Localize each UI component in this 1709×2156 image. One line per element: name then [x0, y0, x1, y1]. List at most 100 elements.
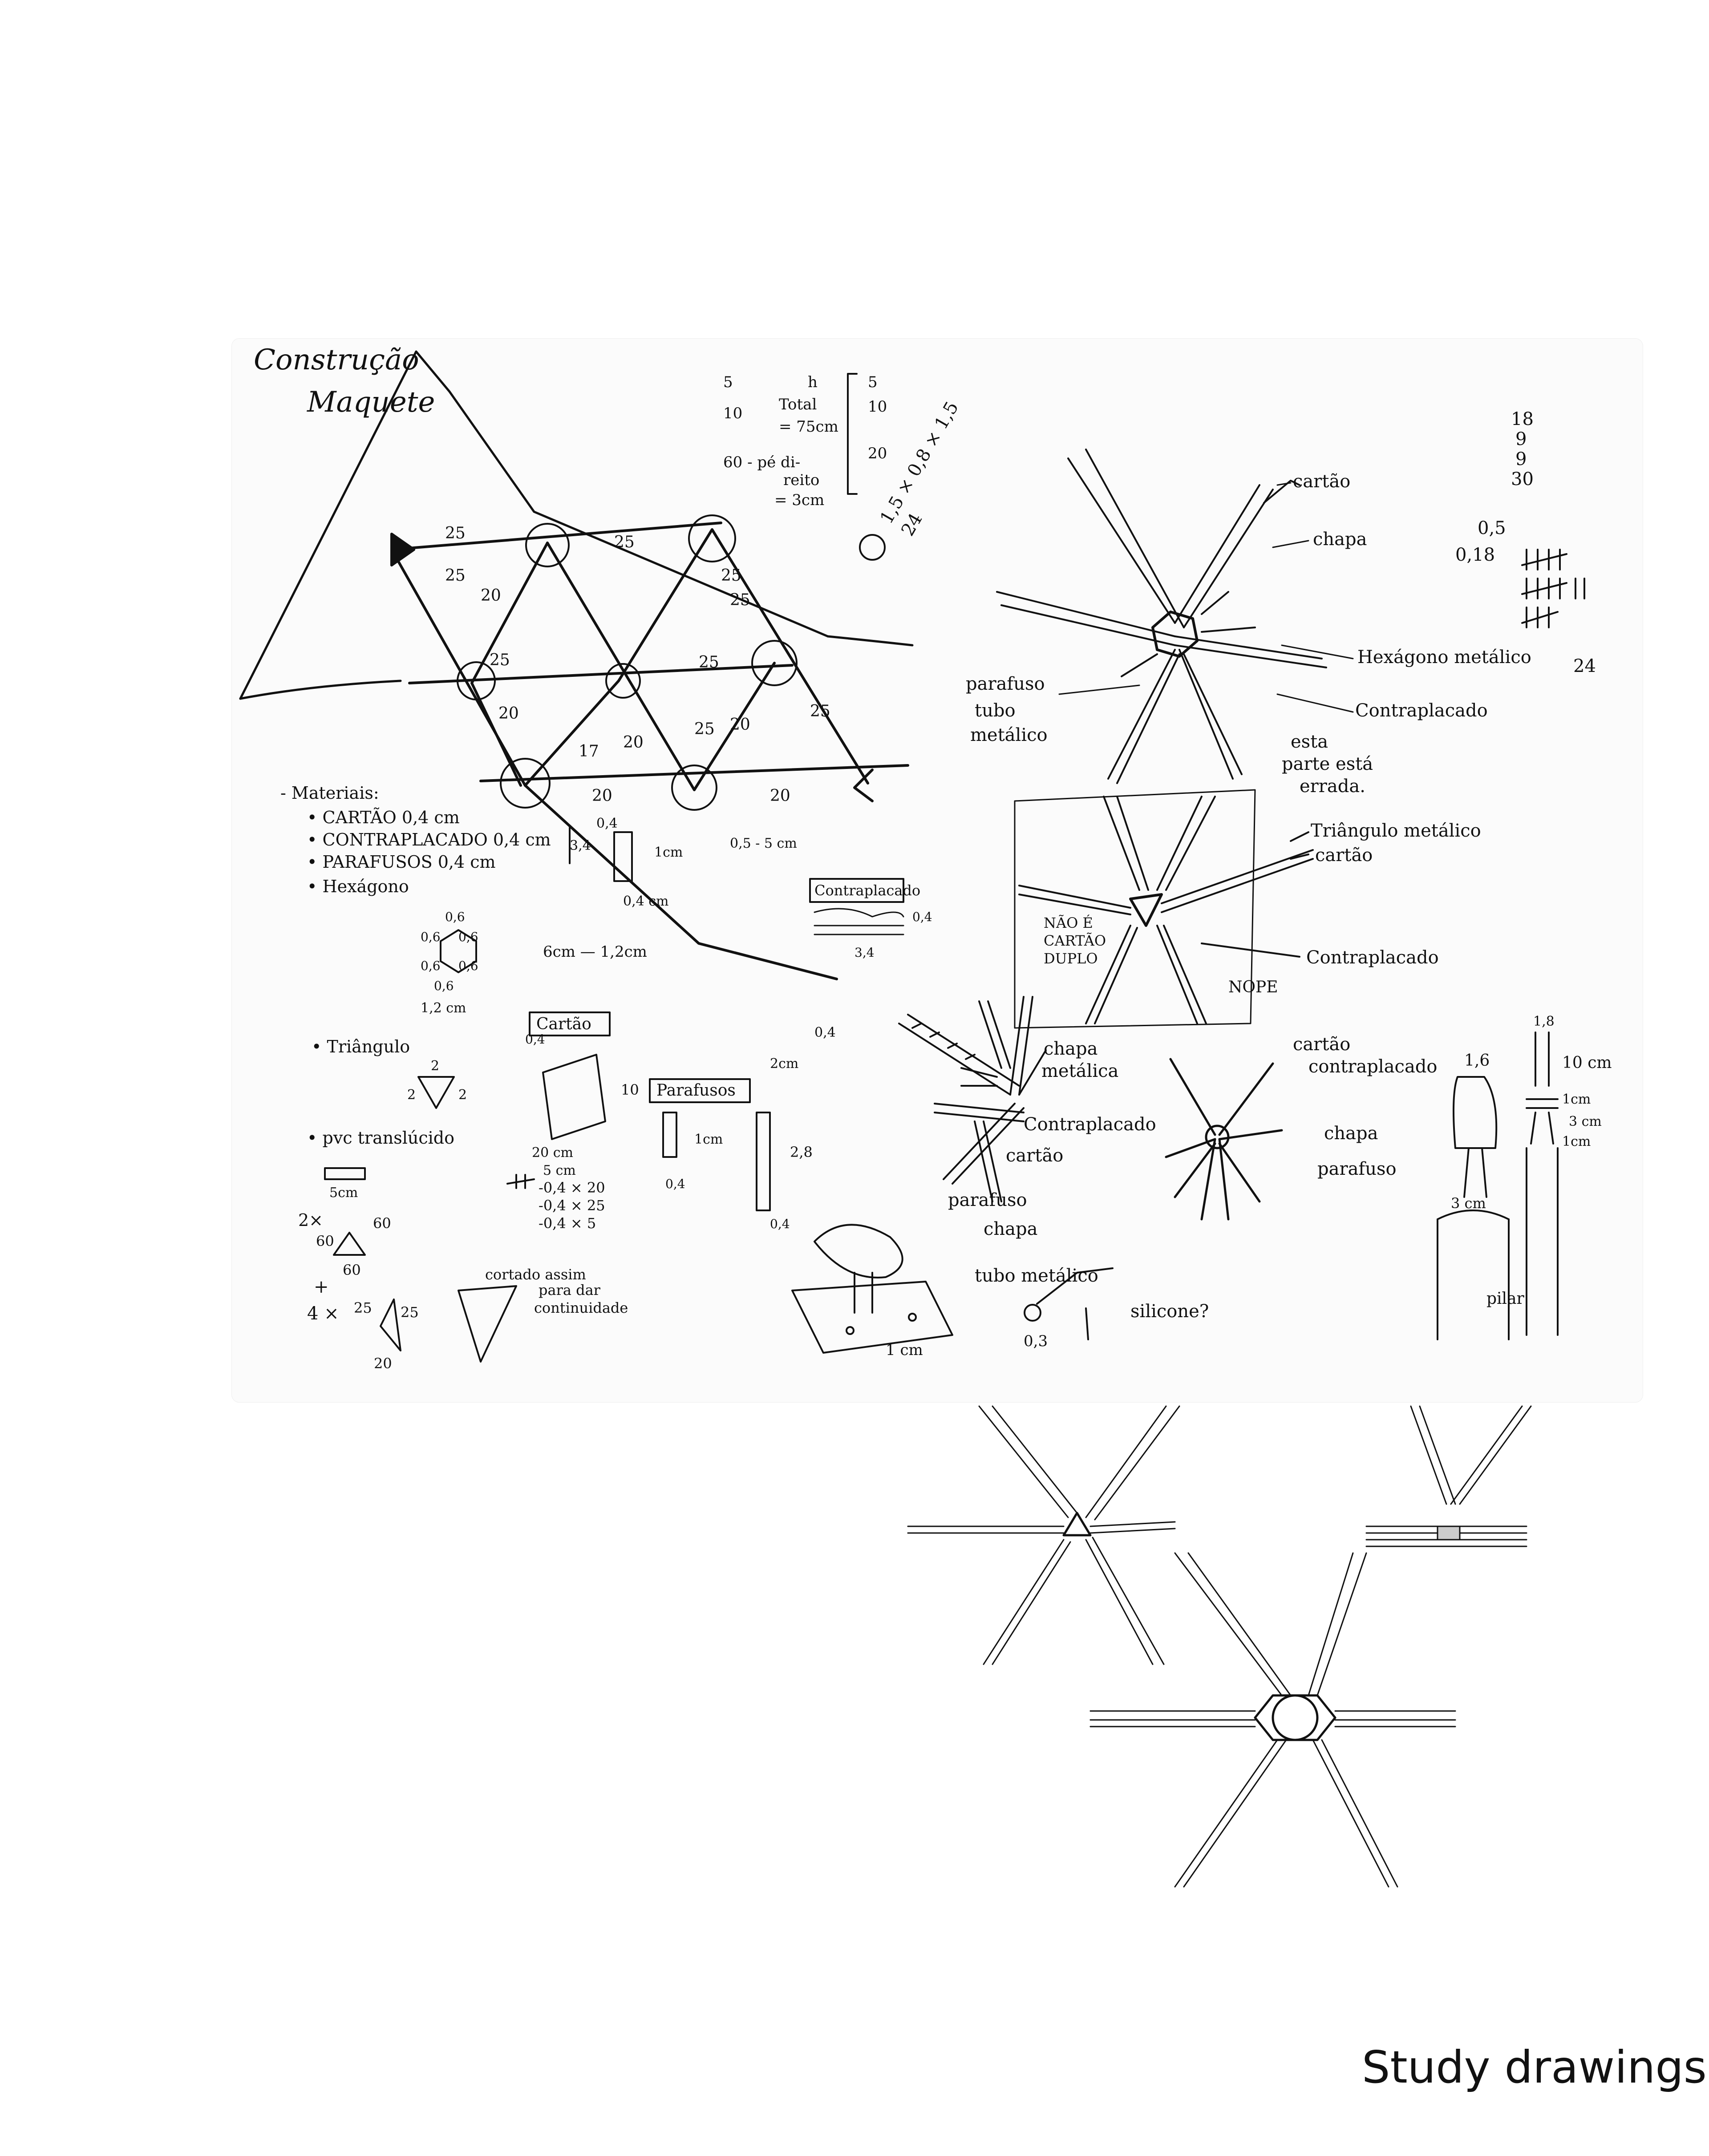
dimension: 1,6 — [1464, 1052, 1490, 1070]
label-chapa: chapa — [1044, 1039, 1097, 1059]
edge-label: 20 — [481, 587, 501, 605]
sketch-sheet — [231, 338, 1643, 1403]
base-plate-sketch — [791, 1224, 1114, 1354]
dimension: 0,4 — [665, 1177, 685, 1191]
count-shapes — [333, 1174, 535, 1363]
dimension: 0,3 — [1024, 1332, 1048, 1350]
edge-label: 25 — [445, 566, 466, 585]
note: 5 — [868, 373, 878, 391]
pillar-labels: 1,6 1,8 10 cm 1cm 3 cm 1cm 3 cm pilar — [1451, 1014, 1612, 1308]
material-item: • CARTÃO 0,4 cm — [307, 808, 460, 827]
triangle-node-sketch — [1014, 789, 1314, 1029]
note: 1,5 × 0,8 × 1,5 — [876, 398, 963, 527]
label-chapa: chapa — [984, 1219, 1037, 1239]
note: cortado assim — [485, 1266, 586, 1283]
dimension: 1,8 — [1533, 1014, 1555, 1029]
note: para dar — [539, 1282, 601, 1298]
dimension: 2 — [431, 1058, 439, 1074]
label-contraplacado: contraplacado — [1308, 1056, 1437, 1077]
label-note: DUPLO — [1044, 950, 1098, 967]
note: -0,4 × 5 — [539, 1215, 596, 1232]
base-plate-labels: chapa tubo metálico silicone? 0,3 1 cm 2… — [770, 1025, 1209, 1359]
height-brackets — [847, 373, 886, 561]
label-cartao: cartão — [1006, 1145, 1063, 1166]
dimension: 1cm — [1562, 1092, 1591, 1107]
cad-side-node — [1365, 1405, 1532, 1547]
dimension: 0,4 — [814, 1025, 836, 1040]
note: 60 - pé di- — [723, 453, 800, 471]
hexagon-node-leaders — [1058, 482, 1354, 713]
cad-triangle-node — [907, 1405, 1180, 1665]
materials-heading: - Materiais: — [280, 783, 379, 803]
label-note: parte está — [1282, 754, 1373, 774]
label-cartao: cartão — [1293, 1034, 1350, 1055]
label-contraplacado: Contraplacado — [1355, 700, 1488, 721]
dimension: 3,4 — [854, 945, 875, 960]
label-hexagono: Hexágono metálico — [1357, 647, 1531, 667]
sheet-title: Construção Maquete — [254, 344, 435, 419]
dimension: 0,4 — [770, 1217, 790, 1231]
label-note: CARTÃO — [1044, 932, 1106, 949]
edge-label: 20 — [770, 787, 790, 805]
note: 18 — [1511, 409, 1534, 429]
label-note: NÃO É — [1044, 914, 1093, 931]
dimension: 0,6 — [421, 959, 441, 973]
note: 0,18 — [1455, 545, 1495, 565]
dimension: 3 cm — [1451, 1195, 1486, 1212]
component-boxes: Cartão Contraplacado Parafusos 0,4 10 20… — [525, 878, 932, 1231]
label-pilar: pilar — [1486, 1290, 1525, 1308]
note: Total — [779, 396, 817, 413]
dimension: 2,8 — [790, 1144, 813, 1161]
edge-label: 25 — [810, 702, 830, 720]
edge-label: 20 — [730, 716, 750, 734]
note: 20 — [374, 1355, 392, 1372]
note: -0,4 × 20 — [539, 1179, 605, 1196]
label-parafuso: parafuso — [948, 1190, 1027, 1210]
triangular-grid — [390, 514, 909, 980]
label-contraplacado: Contraplacado — [1024, 1114, 1156, 1135]
title-line-2: Maquete — [307, 386, 435, 419]
dimension: 1,2 cm — [421, 1000, 466, 1016]
star-node-labels: cartão contraplacado chapa parafuso — [1293, 1034, 1437, 1179]
label-parafuso: parafuso — [966, 674, 1045, 694]
edge-label: 17 — [579, 742, 599, 760]
label-parafusos: Parafusos — [656, 1081, 736, 1100]
note: 24 — [1573, 656, 1596, 676]
dimension: 0,5 - 5 cm — [730, 836, 797, 851]
note: h — [808, 373, 818, 391]
label-chapa: chapa — [1324, 1123, 1378, 1144]
edge-label: 25 — [490, 651, 510, 669]
dimension: 2 — [458, 1087, 467, 1103]
label-parafuso: parafuso — [1317, 1159, 1397, 1179]
pillar-sketch — [1437, 1031, 1559, 1340]
dimension: 3 cm — [1569, 1114, 1602, 1129]
edge-label: 20 — [498, 704, 519, 723]
lattice-node-sketch — [898, 996, 1047, 1202]
box-parafusos — [649, 1078, 751, 1103]
label-note: esta — [1291, 732, 1328, 752]
note: 30 — [1511, 469, 1534, 489]
label-triangulo: Triângulo metálico — [1311, 821, 1481, 841]
note: 25 — [354, 1299, 372, 1316]
label-tubo: tubo metálico — [975, 1266, 1098, 1286]
note: + — [314, 1277, 329, 1297]
note: 60 — [343, 1262, 361, 1278]
tally-marks — [1521, 549, 1585, 628]
dimension: 5 cm — [543, 1163, 576, 1178]
title-line-1: Construção — [254, 344, 419, 376]
star-node-sketch — [1165, 1058, 1283, 1221]
note: 9 — [1515, 449, 1527, 469]
dimension: 6cm — 1,2cm — [543, 943, 647, 961]
grid-edge-labels: 25 25 25 25 20 25 25 25 20 17 20 25 20 2… — [445, 524, 830, 805]
edge-label: 25 — [721, 566, 741, 585]
box-contraplacado — [809, 878, 904, 903]
dimension: 0,6 — [434, 979, 454, 993]
dimension: 2cm — [770, 1056, 798, 1072]
note: 25 — [401, 1304, 419, 1321]
dimension: 0,4 — [525, 1032, 545, 1047]
note: reito — [783, 471, 819, 489]
note: 20 — [868, 445, 887, 462]
note: = 3cm — [774, 491, 824, 509]
triangle-node-labels: Triângulo metálico cartão NÃO É CARTÃO D… — [1044, 821, 1481, 996]
note: 10 — [723, 405, 742, 422]
